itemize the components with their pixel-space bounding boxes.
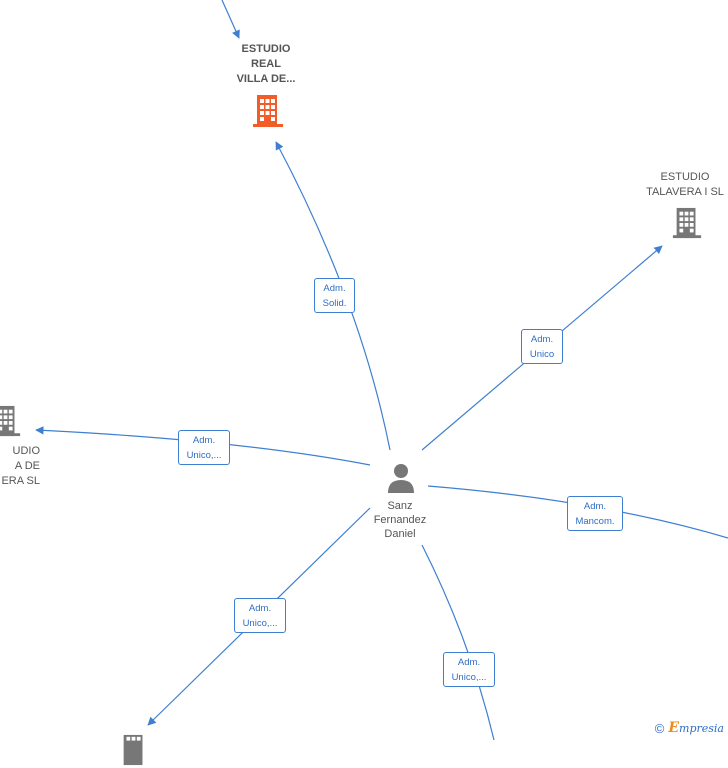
copyright-symbol: © <box>654 720 665 736</box>
relation-line2: Solid. <box>322 298 347 309</box>
relation-line2: Unico,... <box>186 450 222 461</box>
relation-line2: Unico,... <box>242 618 278 629</box>
relation-line1: Adm. <box>583 501 607 512</box>
company-label-right[interactable]: ESTUDIO TALAVERA I SL <box>646 171 724 198</box>
relation-line1: Adm. <box>323 283 346 294</box>
building-icon[interactable] <box>118 732 150 768</box>
person-name-line2: Fernandez <box>373 514 427 526</box>
relation-line2: Unico,... <box>451 672 487 683</box>
relation-label-unico-right[interactable]: Adm. Unico <box>521 329 563 364</box>
relation-line2: Unico <box>529 349 555 360</box>
person-name[interactable]: Sanz Fernandez Daniel <box>360 499 440 541</box>
empresia-watermark: © Empresia <box>655 720 724 736</box>
edge-top-incoming <box>221 0 240 39</box>
relation-label-solid[interactable]: Adm. Solid. <box>314 278 355 313</box>
relation-label-unico-bottom[interactable]: Adm. Unico,... <box>443 652 495 687</box>
relation-label-unico-left[interactable]: Adm. Unico,... <box>178 430 230 465</box>
building-icon[interactable] <box>0 403 22 439</box>
company-label-top[interactable]: ESTUDIO REAL VILLA DE... <box>236 43 296 85</box>
relation-label-mancom[interactable]: Adm. Mancom. <box>567 496 623 531</box>
person-icon[interactable] <box>386 462 416 494</box>
brand-rest: mpresia <box>679 722 724 735</box>
building-icon[interactable] <box>251 93 285 129</box>
company-label-left[interactable]: UDIO A DE ERA SL <box>1 445 40 487</box>
brand-logo: Empresia <box>668 720 724 736</box>
person-name-line3: Daniel <box>384 528 416 540</box>
relationship-graph <box>35 0 728 740</box>
person-name-line1: Sanz <box>387 500 413 512</box>
relation-line2: Mancom. <box>575 516 615 527</box>
relation-line1: Adm. <box>192 435 216 446</box>
relation-line1: Adm. <box>530 334 554 345</box>
edge-to-bottom-offscreen <box>421 544 495 740</box>
relation-line1: Adm. <box>457 657 481 668</box>
relation-line1: Adm. <box>248 603 272 614</box>
brand-first-letter: E <box>668 720 680 736</box>
building-icon[interactable] <box>671 205 703 241</box>
relation-label-unico-bottom-left[interactable]: Adm. Unico,... <box>234 598 286 633</box>
